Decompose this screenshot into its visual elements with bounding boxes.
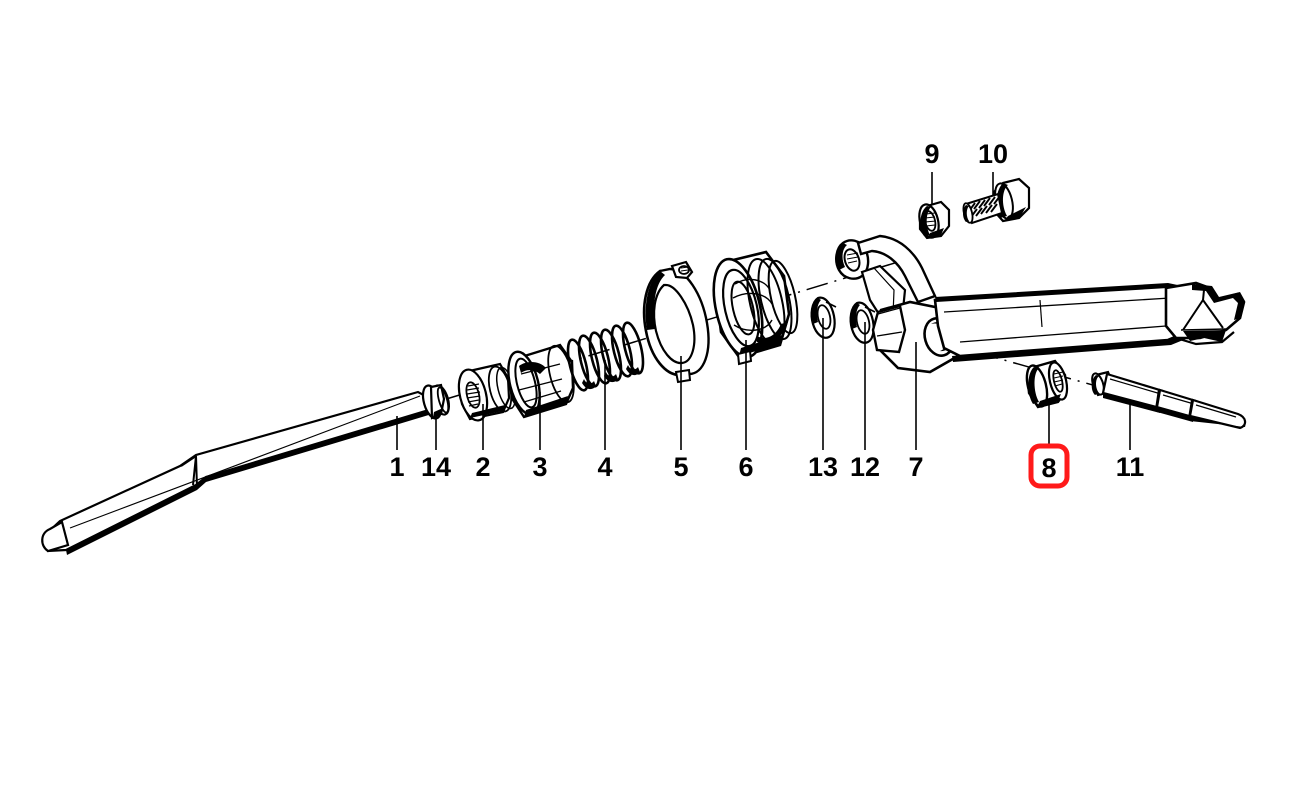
callout-label-5: 5 [673,452,688,482]
callout-label-10: 10 [978,139,1008,169]
part-release-lever-arm [835,234,1246,374]
callout-label-4: 4 [597,452,612,482]
callout-label-2: 2 [475,452,490,482]
part-clamp-ring [642,260,710,384]
callout-label-1: 1 [389,452,404,482]
part-push-rod-shaft [41,390,434,555]
part-pivot-bushing [1025,359,1069,409]
callout-label-9: 9 [924,139,939,169]
callout-label-11: 11 [1116,452,1145,482]
part-hex-head-bolt [962,177,1031,225]
callout-label-13: 13 [808,452,838,482]
callout-label-7: 7 [908,452,923,482]
part-coil-spring [566,321,645,392]
part-sealing-washer [457,362,517,422]
highlight-box-callout-8 [1028,443,1070,489]
part-circlip-small-inner [849,301,876,344]
callout-label-8: 8 [1041,453,1056,483]
callout-label-14: 14 [421,452,451,482]
part-pivot-pin-bolt [1091,370,1247,430]
callout-labels: 1 14 2 3 4 5 6 13 12 7 8 11 9 10 [389,139,1144,483]
callout-label-3: 3 [532,452,547,482]
callout-label-12: 12 [850,452,880,482]
part-release-bearing-housing [712,250,799,366]
part-hex-nut [918,200,951,240]
callout-leader-lines [396,172,1131,450]
callout-label-6: 6 [738,452,753,482]
part-bushing-sleeve [507,343,575,419]
part-circlip-small-outer [810,296,837,339]
